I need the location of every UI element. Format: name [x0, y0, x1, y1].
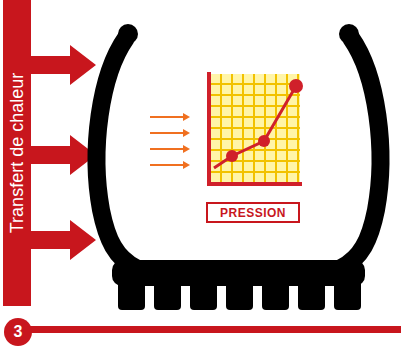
vertical-title: Transfert de chaleur — [8, 73, 26, 233]
pressure-chart-icon — [207, 72, 303, 185]
heat-flow-arrows — [150, 113, 190, 169]
heat-arrows — [31, 45, 96, 260]
tire-tread — [112, 24, 365, 310]
callout-circle: 3 — [4, 318, 32, 346]
tire-sidewalls — [97, 38, 381, 268]
bottom-bar — [28, 326, 401, 333]
pressure-label-box: PRESSION — [206, 202, 300, 223]
heat-transfer-band: Transfert de chaleur — [3, 0, 31, 306]
callout-number: 3 — [14, 324, 23, 340]
node-label: PRESSION — [220, 207, 286, 219]
